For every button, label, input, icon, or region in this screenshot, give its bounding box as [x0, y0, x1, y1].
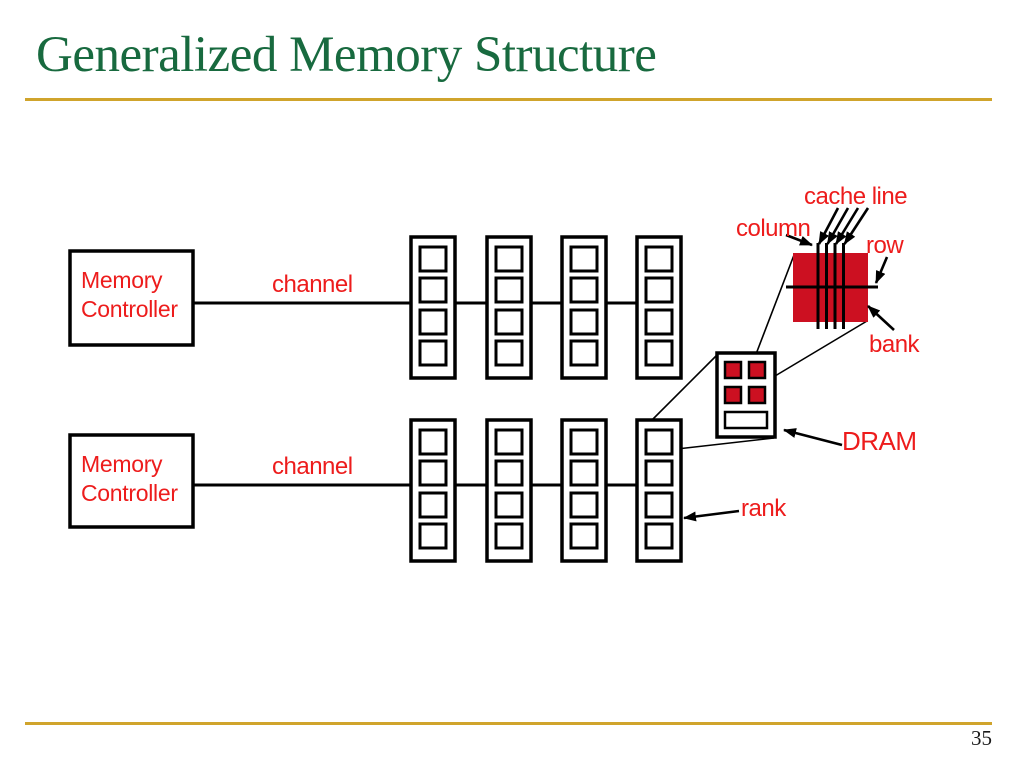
dimm-module: [409, 418, 457, 563]
dimm-module: [560, 418, 608, 563]
memory-controller-label-top: Memory Controller: [81, 267, 178, 322]
channel-label-top: channel: [272, 271, 353, 298]
bottom-divider-rule: [25, 722, 992, 725]
cache-line-arrow: [834, 207, 860, 245]
bank-arrow: [867, 305, 895, 331]
row-arrow: [874, 256, 889, 284]
dimm-module: [485, 235, 533, 380]
memory-controller-box-bottom: [68, 433, 195, 529]
dram-bank-cell: [747, 385, 767, 405]
rank-label: rank: [741, 495, 786, 522]
cache-line-label: cache line: [804, 183, 908, 210]
bank-label: bank: [869, 331, 920, 358]
dram-bank-cell: [723, 360, 743, 380]
cache-line-arrow: [843, 207, 870, 245]
dimm-module: [560, 235, 608, 380]
page-number: 35: [971, 726, 992, 750]
dimm-module: [635, 235, 683, 380]
dram-bank-cell: [723, 385, 743, 405]
cache-line-arrow: [826, 207, 850, 245]
slide-title: Generalized Memory Structure: [36, 27, 657, 83]
memory-controller-label-bottom: Memory Controller: [81, 451, 178, 506]
row-label: row: [866, 232, 904, 259]
rank-arrow: [683, 509, 740, 522]
rank-dimm-module: [635, 418, 683, 563]
cache-line-arrow: [817, 207, 840, 245]
dimm-module: [485, 418, 533, 563]
dimm-module: [409, 235, 457, 380]
dram-io-cell: [723, 410, 769, 430]
zoom-line-rank-to-dram-bottom: [676, 437, 775, 450]
top-divider-rule: [25, 98, 992, 101]
zoom-line-dram-to-bank-right: [769, 320, 868, 380]
dram-bank-cell: [747, 360, 767, 380]
zoom-line-dram-to-bank-left: [752, 254, 795, 363]
channel-label-bottom: channel: [272, 453, 353, 480]
dram-chip: [715, 351, 777, 439]
zoom-line-rank-to-dram-top: [647, 354, 718, 425]
dram-arrow: [783, 428, 843, 447]
dram-label: DRAM: [842, 426, 917, 456]
column-label: column: [736, 215, 811, 242]
column-arrow: [785, 233, 813, 247]
memory-controller-box-top: [68, 249, 195, 347]
